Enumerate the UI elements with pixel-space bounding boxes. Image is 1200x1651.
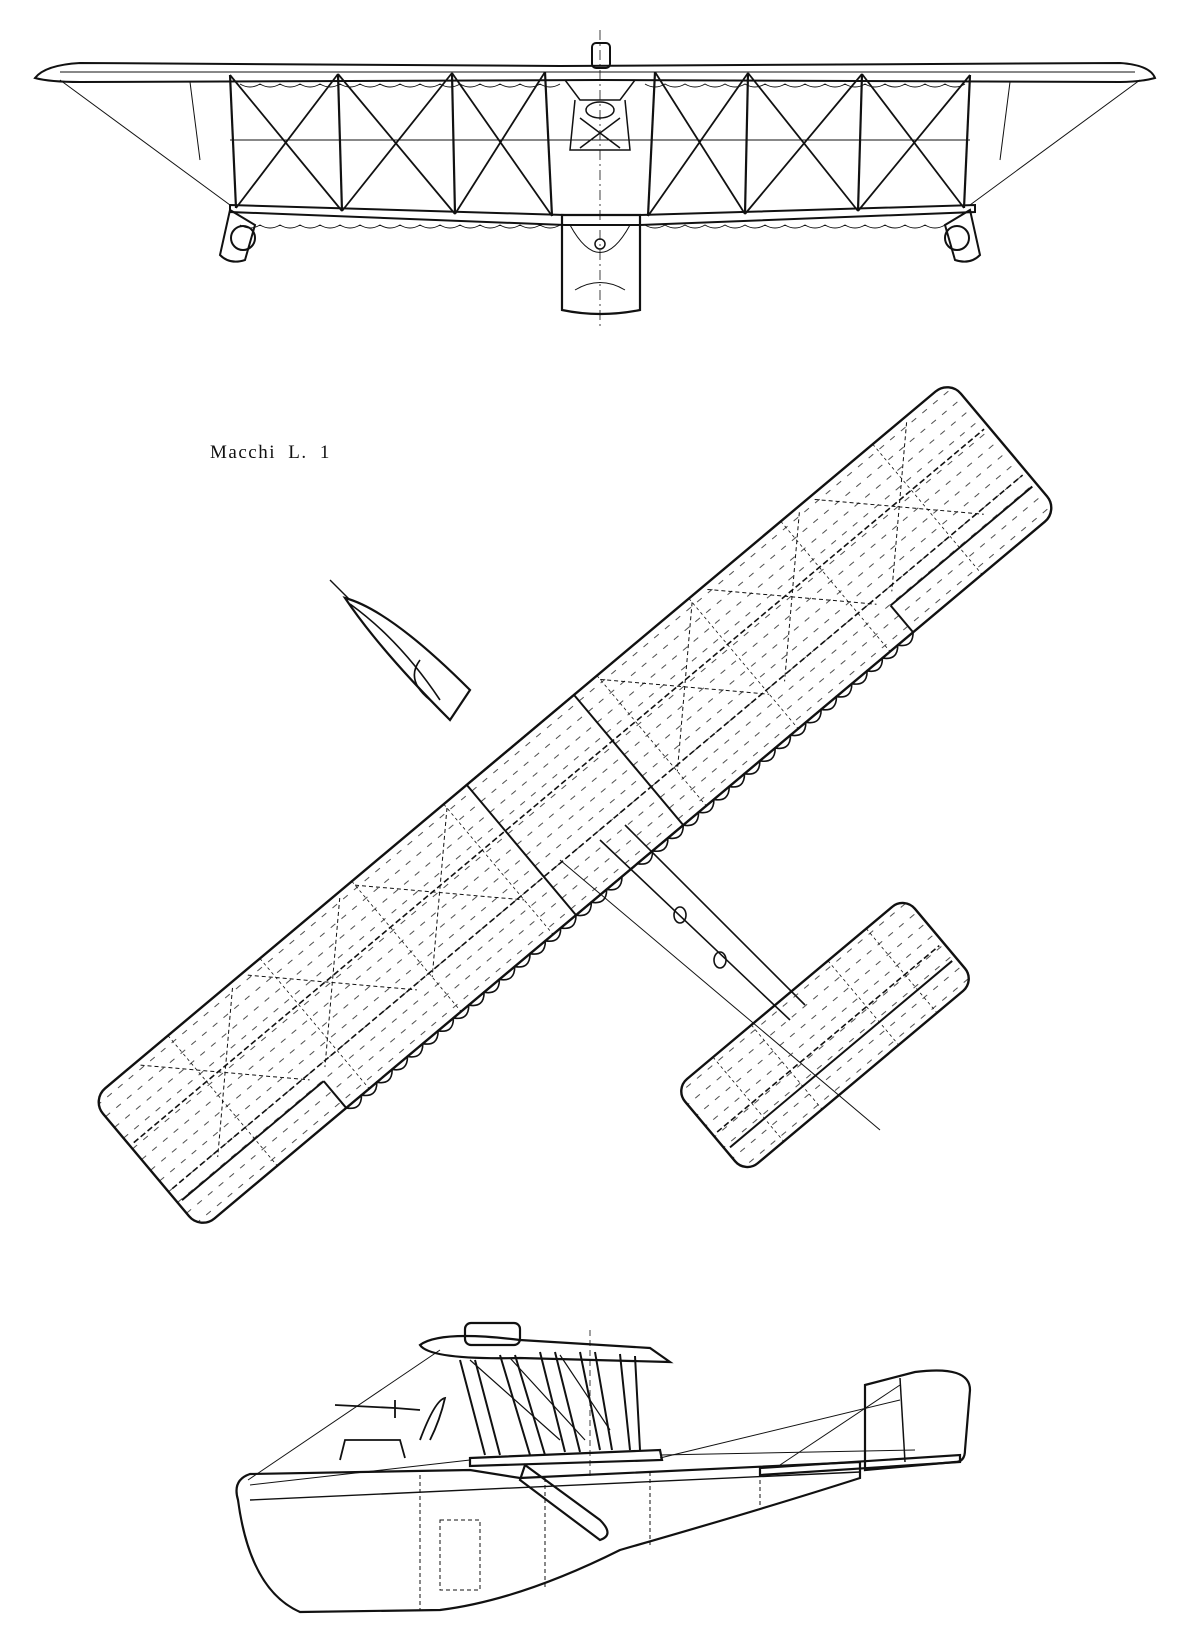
engine-side xyxy=(463,1321,522,1347)
engine-mount xyxy=(564,30,636,330)
tailplane-side xyxy=(758,1453,962,1477)
drawing-caption: Macchi L. 1 xyxy=(210,442,331,463)
wing-float-left xyxy=(218,208,257,263)
front-view xyxy=(33,30,1157,330)
plan-view xyxy=(97,386,1053,1224)
interplane-struts xyxy=(228,71,972,217)
side-view xyxy=(235,1321,972,1614)
main-wing-plan xyxy=(97,386,1053,1224)
hull-side xyxy=(235,1460,862,1614)
engine-nacelle xyxy=(591,42,611,69)
hull-nose-plan xyxy=(342,596,472,722)
hull-front xyxy=(560,213,642,316)
side-struts xyxy=(459,1351,641,1456)
wing-float-side xyxy=(518,1463,609,1542)
wing-float-right xyxy=(943,208,982,263)
upper-wing xyxy=(33,61,1157,84)
side-bracing-wires xyxy=(247,1349,916,1486)
upper-wing-side xyxy=(418,1334,674,1364)
lower-wing-side xyxy=(468,1448,664,1468)
bracing-wires xyxy=(59,71,1141,217)
tailplane-plan xyxy=(680,901,970,1169)
